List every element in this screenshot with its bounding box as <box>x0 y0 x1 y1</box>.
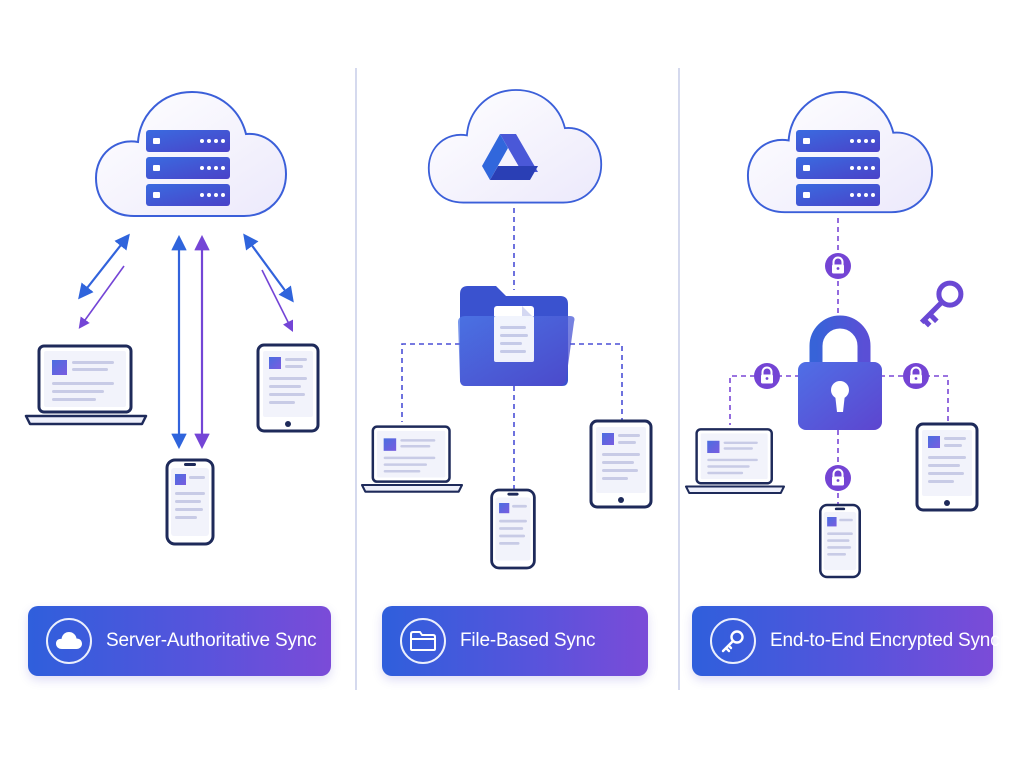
cloud-drive-icon <box>482 134 538 180</box>
lock-icon <box>753 362 781 390</box>
folder-icon <box>400 618 446 664</box>
sync-arrow <box>78 233 130 300</box>
phone-icon <box>818 503 862 579</box>
dashed-connector <box>401 208 623 490</box>
server-rack-icon <box>146 130 230 206</box>
cloud-icon <box>46 618 92 664</box>
sync-arrow <box>243 233 294 303</box>
phone-icon <box>490 488 536 570</box>
tablet-icon <box>915 422 979 512</box>
phone-icon <box>165 458 215 546</box>
tablet-icon <box>256 343 320 433</box>
label-server-authoritative: Server-Authoritative Sync <box>28 606 331 676</box>
panel-label: End-to-End Encrypted Sync <box>770 630 1000 651</box>
padlock-icon <box>798 315 882 430</box>
lock-icon <box>902 362 930 390</box>
tablet-icon <box>589 419 653 509</box>
sync-arrow <box>261 269 294 333</box>
key-icon <box>710 618 756 664</box>
lock-icon <box>824 252 852 280</box>
lock-icon <box>824 464 852 492</box>
panel-file-based <box>360 89 653 570</box>
panel-label: Server-Authoritative Sync <box>106 630 317 651</box>
folder-document-icon <box>458 286 575 386</box>
laptop-icon <box>360 425 464 494</box>
label-file-based: File-Based Sync <box>382 606 648 676</box>
server-rack-icon <box>796 130 880 206</box>
laptop-icon <box>24 344 148 426</box>
panel-e2e-encrypted <box>684 91 979 579</box>
sync-arrow <box>78 265 125 329</box>
panel-server-authoritative <box>24 91 320 546</box>
label-e2e-encrypted: End-to-End Encrypted Sync <box>692 606 1000 676</box>
key-icon <box>919 280 964 328</box>
panel-label: File-Based Sync <box>460 630 596 651</box>
laptop-icon <box>684 427 786 495</box>
